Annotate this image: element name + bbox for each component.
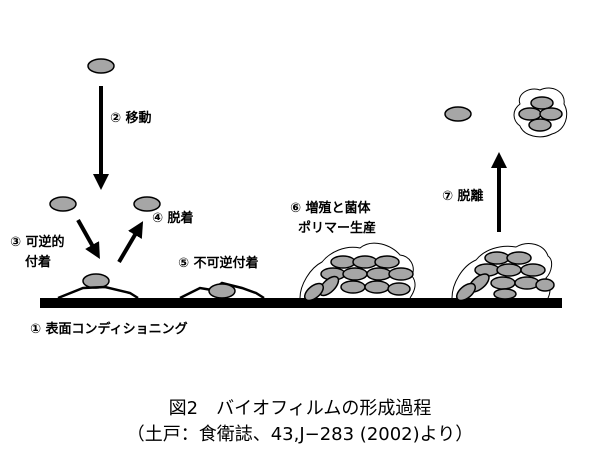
figure-source: （土戸：食衛誌、43,J−283 (2002)より）	[127, 424, 474, 445]
dispersed-cluster-cells	[518, 96, 563, 132]
dispersed-cluster-outline	[513, 87, 568, 138]
label-step3-line1: ③ 可逆的	[10, 234, 65, 250]
irreversibly-attached-cell	[208, 283, 236, 299]
attachment-arrow	[76, 219, 100, 259]
microcolony-cells	[303, 255, 414, 302]
mature-biofilm-cells	[455, 251, 555, 302]
label-step6-line1: ⑥ 増殖と菌体	[290, 200, 372, 216]
label-step3-line2: 付着	[25, 254, 51, 270]
label-step4: ④ 脱着	[152, 210, 194, 226]
label-step2: ② 移動	[110, 110, 152, 126]
label-step7: ⑦ 脱離	[442, 188, 484, 204]
figure-title: 図2 バイオフィルムの形成過程	[169, 398, 432, 419]
substrate-surface	[40, 298, 562, 308]
free-cell	[87, 58, 115, 74]
dispersed-cell	[444, 106, 472, 122]
label-step5: ⑤ 不可逆付着	[178, 255, 259, 271]
detachment-arrow	[117, 221, 144, 264]
approaching-cell	[49, 196, 77, 212]
label-step1: ① 表面コンディショニング	[30, 321, 188, 337]
eps-tether	[179, 281, 265, 300]
label-step6-line2: ポリマー生産	[298, 220, 376, 236]
eps-matrix-outline	[299, 242, 416, 299]
conditioning-film	[57, 285, 139, 300]
detaching-cell	[133, 196, 161, 212]
